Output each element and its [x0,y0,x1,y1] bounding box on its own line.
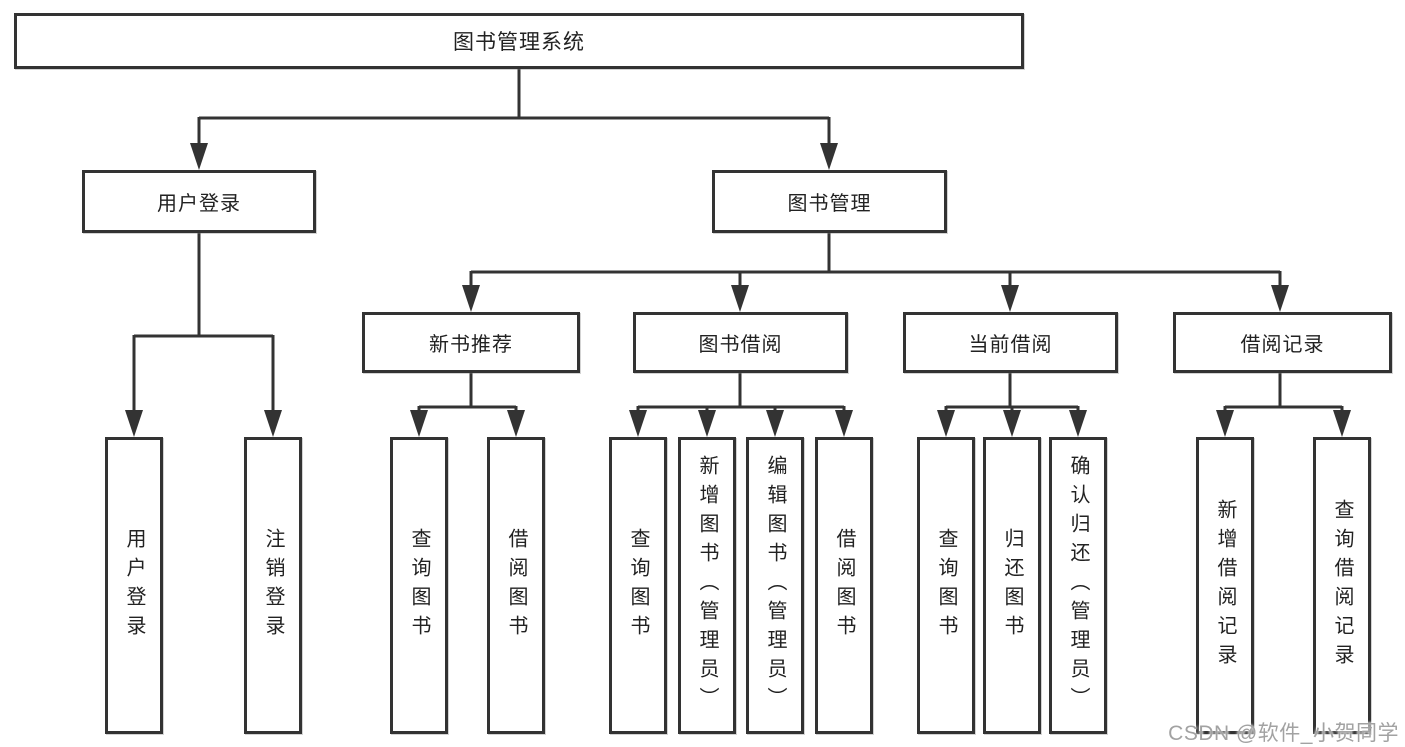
leaf-borrow-borrow-books: 借阅图书 [815,437,873,734]
leaf-records-query-record: 查询借阅记录 [1313,437,1371,734]
node-new-book-recommend-label: 新书推荐 [429,334,513,356]
leaf-current-confirm-return-admin: 确认归还（管理员） [1049,437,1107,734]
leaf-current-return-books-label: 归还图书 [1001,527,1023,644]
csdn-watermark: CSDN @软件_小贺同学 [1168,722,1399,745]
leaf-current-confirm-return-admin-label: 确认归还（管理员） [1067,455,1089,716]
leaf-borrow-query-books-label: 查询图书 [627,527,649,644]
arrowheads [125,143,1351,437]
node-current-borrow-label: 当前借阅 [968,334,1053,356]
leaf-newbook-query-books: 查询图书 [390,437,448,734]
leaf-logout: 注销登录 [244,437,302,734]
node-root-label: 图书管理系统 [453,31,585,54]
leaf-borrow-add-books-admin: 新增图书（管理员） [678,437,736,734]
leaf-newbook-borrow-books: 借阅图书 [487,437,545,734]
leaf-newbook-query-books-label: 查询图书 [408,527,430,644]
leaf-borrow-edit-books-admin: 编辑图书（管理员） [746,437,804,734]
leaf-records-add-record: 新增借阅记录 [1196,437,1254,734]
leaf-current-query-books: 查询图书 [917,437,975,734]
leaf-user-login: 用户登录 [105,437,163,734]
node-book-management: 图书管理 [712,170,947,233]
leaf-borrow-query-books: 查询图书 [609,437,667,734]
node-current-borrow: 当前借阅 [903,312,1118,373]
leaf-borrow-edit-books-admin-label: 编辑图书（管理员） [764,455,786,716]
leaf-records-query-record-label: 查询借阅记录 [1331,498,1353,673]
leaf-current-return-books: 归还图书 [983,437,1041,734]
leaf-logout-label: 注销登录 [262,527,284,644]
leaf-user-login-label: 用户登录 [123,527,145,644]
leaf-newbook-borrow-books-label: 借阅图书 [505,527,527,644]
node-root: 图书管理系统 [14,13,1024,69]
leaf-borrow-add-books-admin-label: 新增图书（管理员） [696,455,718,716]
node-new-book-recommend: 新书推荐 [362,312,580,373]
leaf-records-add-record-label: 新增借阅记录 [1214,498,1236,673]
node-user-login: 用户登录 [82,170,316,233]
node-book-management-label: 图书管理 [787,193,872,215]
node-borrow-records: 借阅记录 [1173,312,1392,373]
node-borrow-records-label: 借阅记录 [1240,334,1325,356]
node-book-borrow: 图书借阅 [633,312,848,373]
leaf-borrow-borrow-books-label: 借阅图书 [833,527,855,644]
node-book-borrow-label: 图书借阅 [698,334,783,356]
node-user-login-label: 用户登录 [157,193,241,215]
leaf-current-query-books-label: 查询图书 [935,527,957,644]
